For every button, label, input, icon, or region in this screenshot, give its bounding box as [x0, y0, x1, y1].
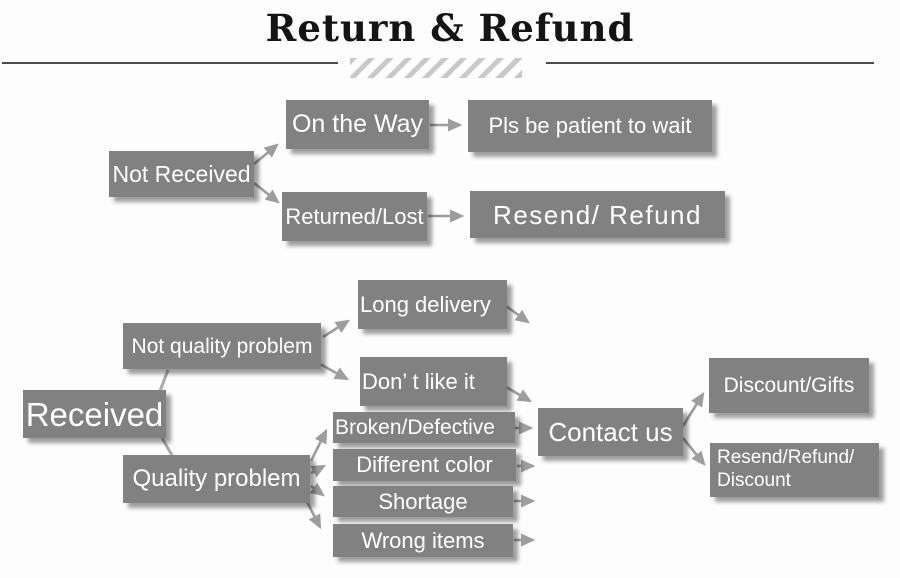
title-divider-hatch: [350, 58, 522, 78]
node-on-the-way: On the Way: [286, 100, 429, 149]
line-received-to-notquality: [158, 369, 170, 392]
arrow-contact-to-discountgifts: [681, 392, 705, 427]
arrow-contact-to-resendrefunddiscount: [681, 437, 706, 466]
arrow-quality-to-shortage: [309, 482, 325, 497]
node-dont-like-it: Don’ t like it: [360, 357, 507, 406]
node-received: Received: [23, 390, 166, 438]
node-long-delivery: Long delivery: [358, 280, 507, 329]
node-resend-refund-discount: Resend/Refund/ Discount: [710, 443, 879, 497]
node-not-quality-problem: Not quality problem: [123, 323, 321, 369]
node-returned-lost: Returned/Lost: [282, 192, 427, 241]
title-divider-left: [2, 62, 338, 64]
arrow-quality-to-wrongitems: [304, 499, 322, 530]
node-resend-refund: Resend/ Refund: [470, 191, 725, 238]
node-shortage: Shortage: [333, 486, 513, 517]
arrow-dontlike-to-contact: [505, 385, 533, 403]
node-not-received: Not Received: [109, 151, 254, 197]
arrow-quality-to-broken: [309, 428, 328, 462]
page-title: Return & Refund: [265, 6, 635, 50]
arrow-notreceived-to-returnedlost: [253, 181, 280, 204]
node-discount-gifts: Discount/Gifts: [709, 358, 869, 413]
node-different-color: Different color: [333, 449, 516, 481]
arrow-longdelivery-out: [505, 304, 530, 324]
arrow-quality-to-differentcolor: [310, 464, 327, 478]
node-wrong-items: Wrong items: [333, 524, 513, 557]
node-contact-us: Contact us: [538, 408, 683, 456]
node-pls-be-patient-to-wait: Pls be patient to wait: [468, 100, 712, 152]
arrow-notquality-to-dontlike: [319, 362, 350, 381]
arrow-notreceived-to-ontheway: [253, 143, 279, 166]
node-broken-defective: Broken/Defective: [333, 412, 515, 443]
arrow-notquality-to-longdelivery: [322, 319, 350, 339]
title-divider-right: [546, 62, 874, 64]
node-quality-problem: Quality problem: [123, 455, 310, 503]
